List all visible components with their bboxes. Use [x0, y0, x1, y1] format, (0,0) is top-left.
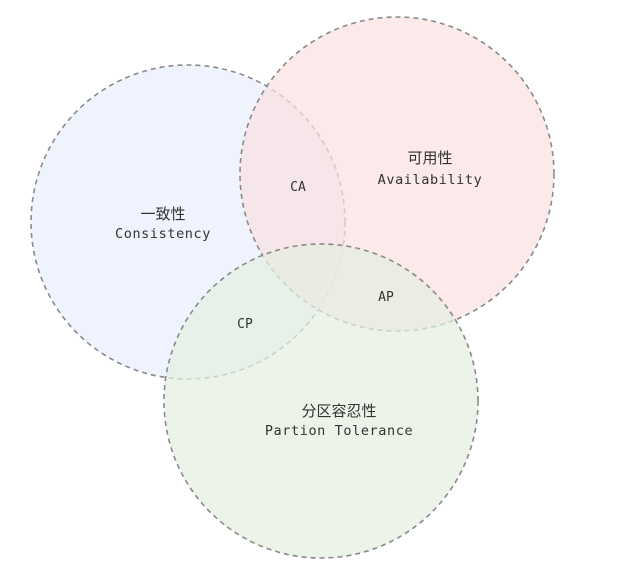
overlap-label-ca: CA — [290, 180, 306, 195]
availability-label-zh: 可用性 — [407, 149, 452, 167]
overlap-label-ap: AP — [378, 290, 394, 305]
availability-label-en: Availability — [378, 172, 483, 188]
partition-tolerance-label-zh: 分区容忍性 — [301, 402, 376, 420]
overlap-label-cp: CP — [237, 317, 253, 332]
partition-tolerance-label-en: Partion Tolerance — [265, 423, 413, 439]
consistency-label-en: Consistency — [115, 226, 211, 242]
partition-tolerance-circle — [163, 243, 479, 559]
consistency-label-zh: 一致性 — [140, 205, 185, 223]
